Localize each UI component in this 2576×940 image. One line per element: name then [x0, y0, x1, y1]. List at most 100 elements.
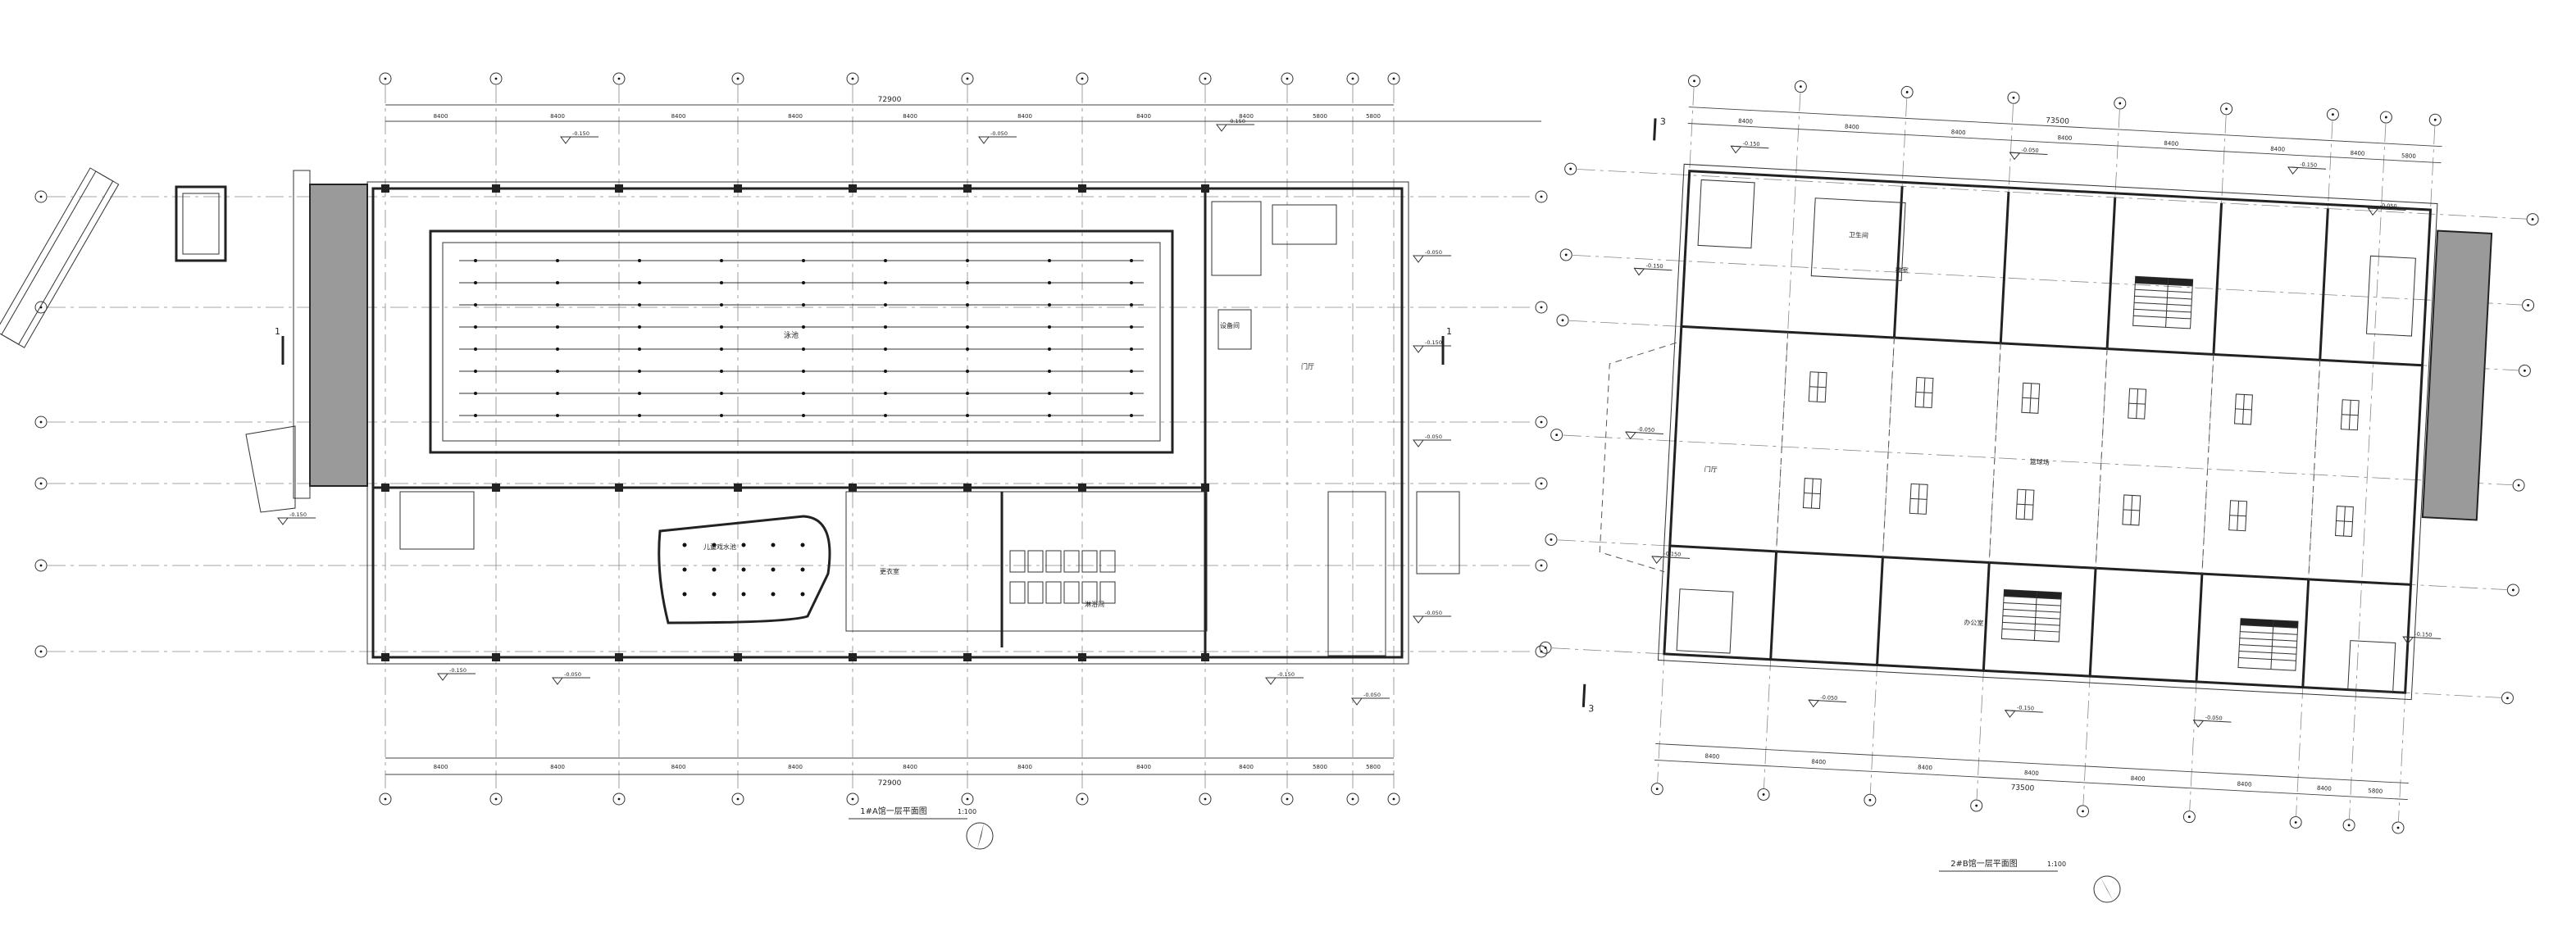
plan-a-grid-bubble-bottom — [489, 792, 503, 806]
plan-b-left-grid-bubbles — [1539, 162, 1577, 654]
plan-b-grid-bubble-top — [1688, 75, 1701, 88]
plan-b-exterior-wall-outline — [1657, 163, 2438, 701]
plan-b-elevation-value: -0.050 — [2021, 147, 2038, 154]
plan-a-overall-dimension-bottom: 72900 — [878, 779, 902, 788]
plan-a-section-marker-left: 1 — [275, 326, 284, 365]
plan-a-fountain — [712, 592, 717, 597]
plan-b-hall-gridline — [1776, 332, 1789, 552]
plan-a-grid-bubble-bottom — [1076, 792, 1089, 806]
plan-a-lane-marker — [884, 303, 887, 307]
plan-b-bay-dimension: 8400 — [2270, 146, 2285, 153]
plan-a-bay-dimension: 5800 — [1366, 113, 1381, 120]
plan-a-stall — [1045, 581, 1062, 604]
plan-b-bay-dimension: 8400 — [1704, 753, 1719, 761]
plan-a-lane-marker — [802, 414, 805, 417]
plan-b-elevation-triangle — [1633, 267, 1645, 276]
plan-b-room-wall — [1892, 186, 1904, 338]
plan-a-bay-dimension: 5800 — [1313, 113, 1327, 120]
plan-a-grid-bubble-left — [34, 301, 48, 314]
plan-a-fountain — [800, 592, 805, 597]
plan-b-hall-south-wall — [1669, 544, 2411, 586]
plan-b-hall-north-wall — [1681, 325, 2423, 367]
plan-b-elevation-triangle — [2004, 710, 2016, 718]
plan-b-elevation-triangle — [1651, 556, 1663, 565]
plan-a-right-grid-bubbles — [1535, 190, 1548, 658]
plan-b-bottom-dimension-line-2 — [1655, 743, 2409, 784]
plan-a-grid-bubble-bottom — [961, 792, 974, 806]
plan-b-grid-bubble-bottom — [1650, 783, 1663, 796]
plan-a-lane-marker — [802, 325, 805, 329]
plan-a-elevation-value: -0.150 — [572, 130, 589, 137]
plan-a-lane-marker — [556, 259, 559, 262]
plan-b-grid-bubble-left — [1545, 533, 1558, 546]
plan-a-elevation-triangle — [978, 136, 990, 144]
plan-b-hall-columns — [1802, 371, 2360, 538]
plan-a-elevation-value: -0.050 — [564, 671, 581, 678]
plan-b-grid-bubble-top — [1900, 85, 1914, 98]
plan-b-axis-line — [1572, 254, 2523, 306]
plan-a-grid-bubble-bottom — [1346, 792, 1359, 806]
plan-a-lane-marker — [720, 347, 723, 351]
plan-a-bay-dimension: 5800 — [1366, 764, 1381, 770]
plan-a-grid-bubble-top — [379, 72, 392, 85]
plan-b-title-block: 2#B馆一层平面图 1:100 — [1939, 858, 2121, 903]
plan-a-grid-bubble-bottom — [731, 792, 744, 806]
svg-text:3: 3 — [1588, 703, 1595, 714]
plan-b-grid-bubble-left — [1556, 314, 1569, 327]
plan-a-elevation-triangle — [1413, 439, 1424, 447]
plan-b-room-wall — [1982, 562, 1991, 671]
plan-a-fountain — [771, 592, 776, 597]
plan-a-stair-west — [399, 491, 475, 550]
plan-a-lane-marker — [1130, 392, 1133, 395]
plan-a-fountain — [712, 567, 717, 572]
plan-b-right-grid-bubbles — [2501, 213, 2539, 705]
plan-b-room-wall — [1999, 192, 2010, 343]
plan-a-bay-dimension: 8400 — [1017, 113, 1032, 120]
plan-b-office-label: 办公室 — [1964, 618, 1983, 627]
plan-a-lane-marker — [638, 392, 641, 395]
plan-a-grid-bubble-left — [34, 190, 48, 203]
plan-a-grid-bubble-top — [961, 72, 974, 85]
plan-b-elevation-triangle — [2367, 207, 2379, 216]
plan-a-column — [963, 653, 972, 661]
plan-a-elevation-value: -0.050 — [990, 130, 1008, 137]
plan-a-lane-marker — [1130, 347, 1133, 351]
plan-a-lane-marker — [1048, 281, 1051, 284]
plan-b-bay-dimension: 8400 — [1738, 118, 1753, 125]
svg-text:3: 3 — [1660, 116, 1667, 127]
plan-a-top-grid-bubbles — [379, 72, 1400, 85]
plan-a-grid-bubble-top — [1076, 72, 1089, 85]
svg-text:1: 1 — [1446, 326, 1452, 337]
plan-a-column — [492, 184, 500, 193]
plan-a-grid-bubble-top — [1281, 72, 1294, 85]
plan-a-elevation-triangle — [1216, 124, 1227, 132]
plan-b-elevation-marks: -0.150-0.050-0.150-0.050-0.150-0.050-0.1… — [1625, 140, 2442, 728]
plan-b-axis-line — [2349, 124, 2387, 820]
plan-b-hall-gridlines — [1776, 332, 2321, 579]
plan-a-bay-dimension: 8400 — [1136, 113, 1151, 120]
plan-b-elevation-value: -0.050 — [1820, 694, 1837, 702]
plan-a-kiosk — [175, 185, 227, 262]
plan-b-bay-dimension: 8400 — [2237, 781, 2251, 788]
plan-a-lane-marker — [1130, 370, 1133, 373]
plan-b-hall-gridline — [1988, 343, 2001, 563]
plan-a-elevation-triangle — [1413, 255, 1424, 263]
plan-b-title: 2#B馆一层平面图 — [1950, 858, 2018, 869]
plan-a-bay-dimension: 5800 — [1313, 764, 1327, 770]
plan-b-room-schedules — [2000, 275, 2299, 671]
plan-a-column — [849, 184, 857, 193]
plan-b-room-wall — [2105, 197, 2117, 349]
plan-b-grid-bubble-top — [2428, 113, 2442, 126]
plan-a-column — [615, 184, 623, 193]
plan-a-lane-marker — [966, 370, 969, 373]
plan-a-stall — [1045, 550, 1062, 573]
plan-a-fountain — [771, 543, 776, 547]
plan-a-elevation-triangle — [437, 673, 448, 681]
plan-a-lane-marker — [802, 259, 805, 262]
plan-a-overall-dimension-top: 72900 — [878, 96, 902, 104]
plan-a-column — [849, 653, 857, 661]
plan-a-lane-marker — [474, 281, 477, 284]
plan-a-shower-stalls — [1009, 550, 1116, 604]
plan-a-grid-bubble-left — [34, 559, 48, 572]
